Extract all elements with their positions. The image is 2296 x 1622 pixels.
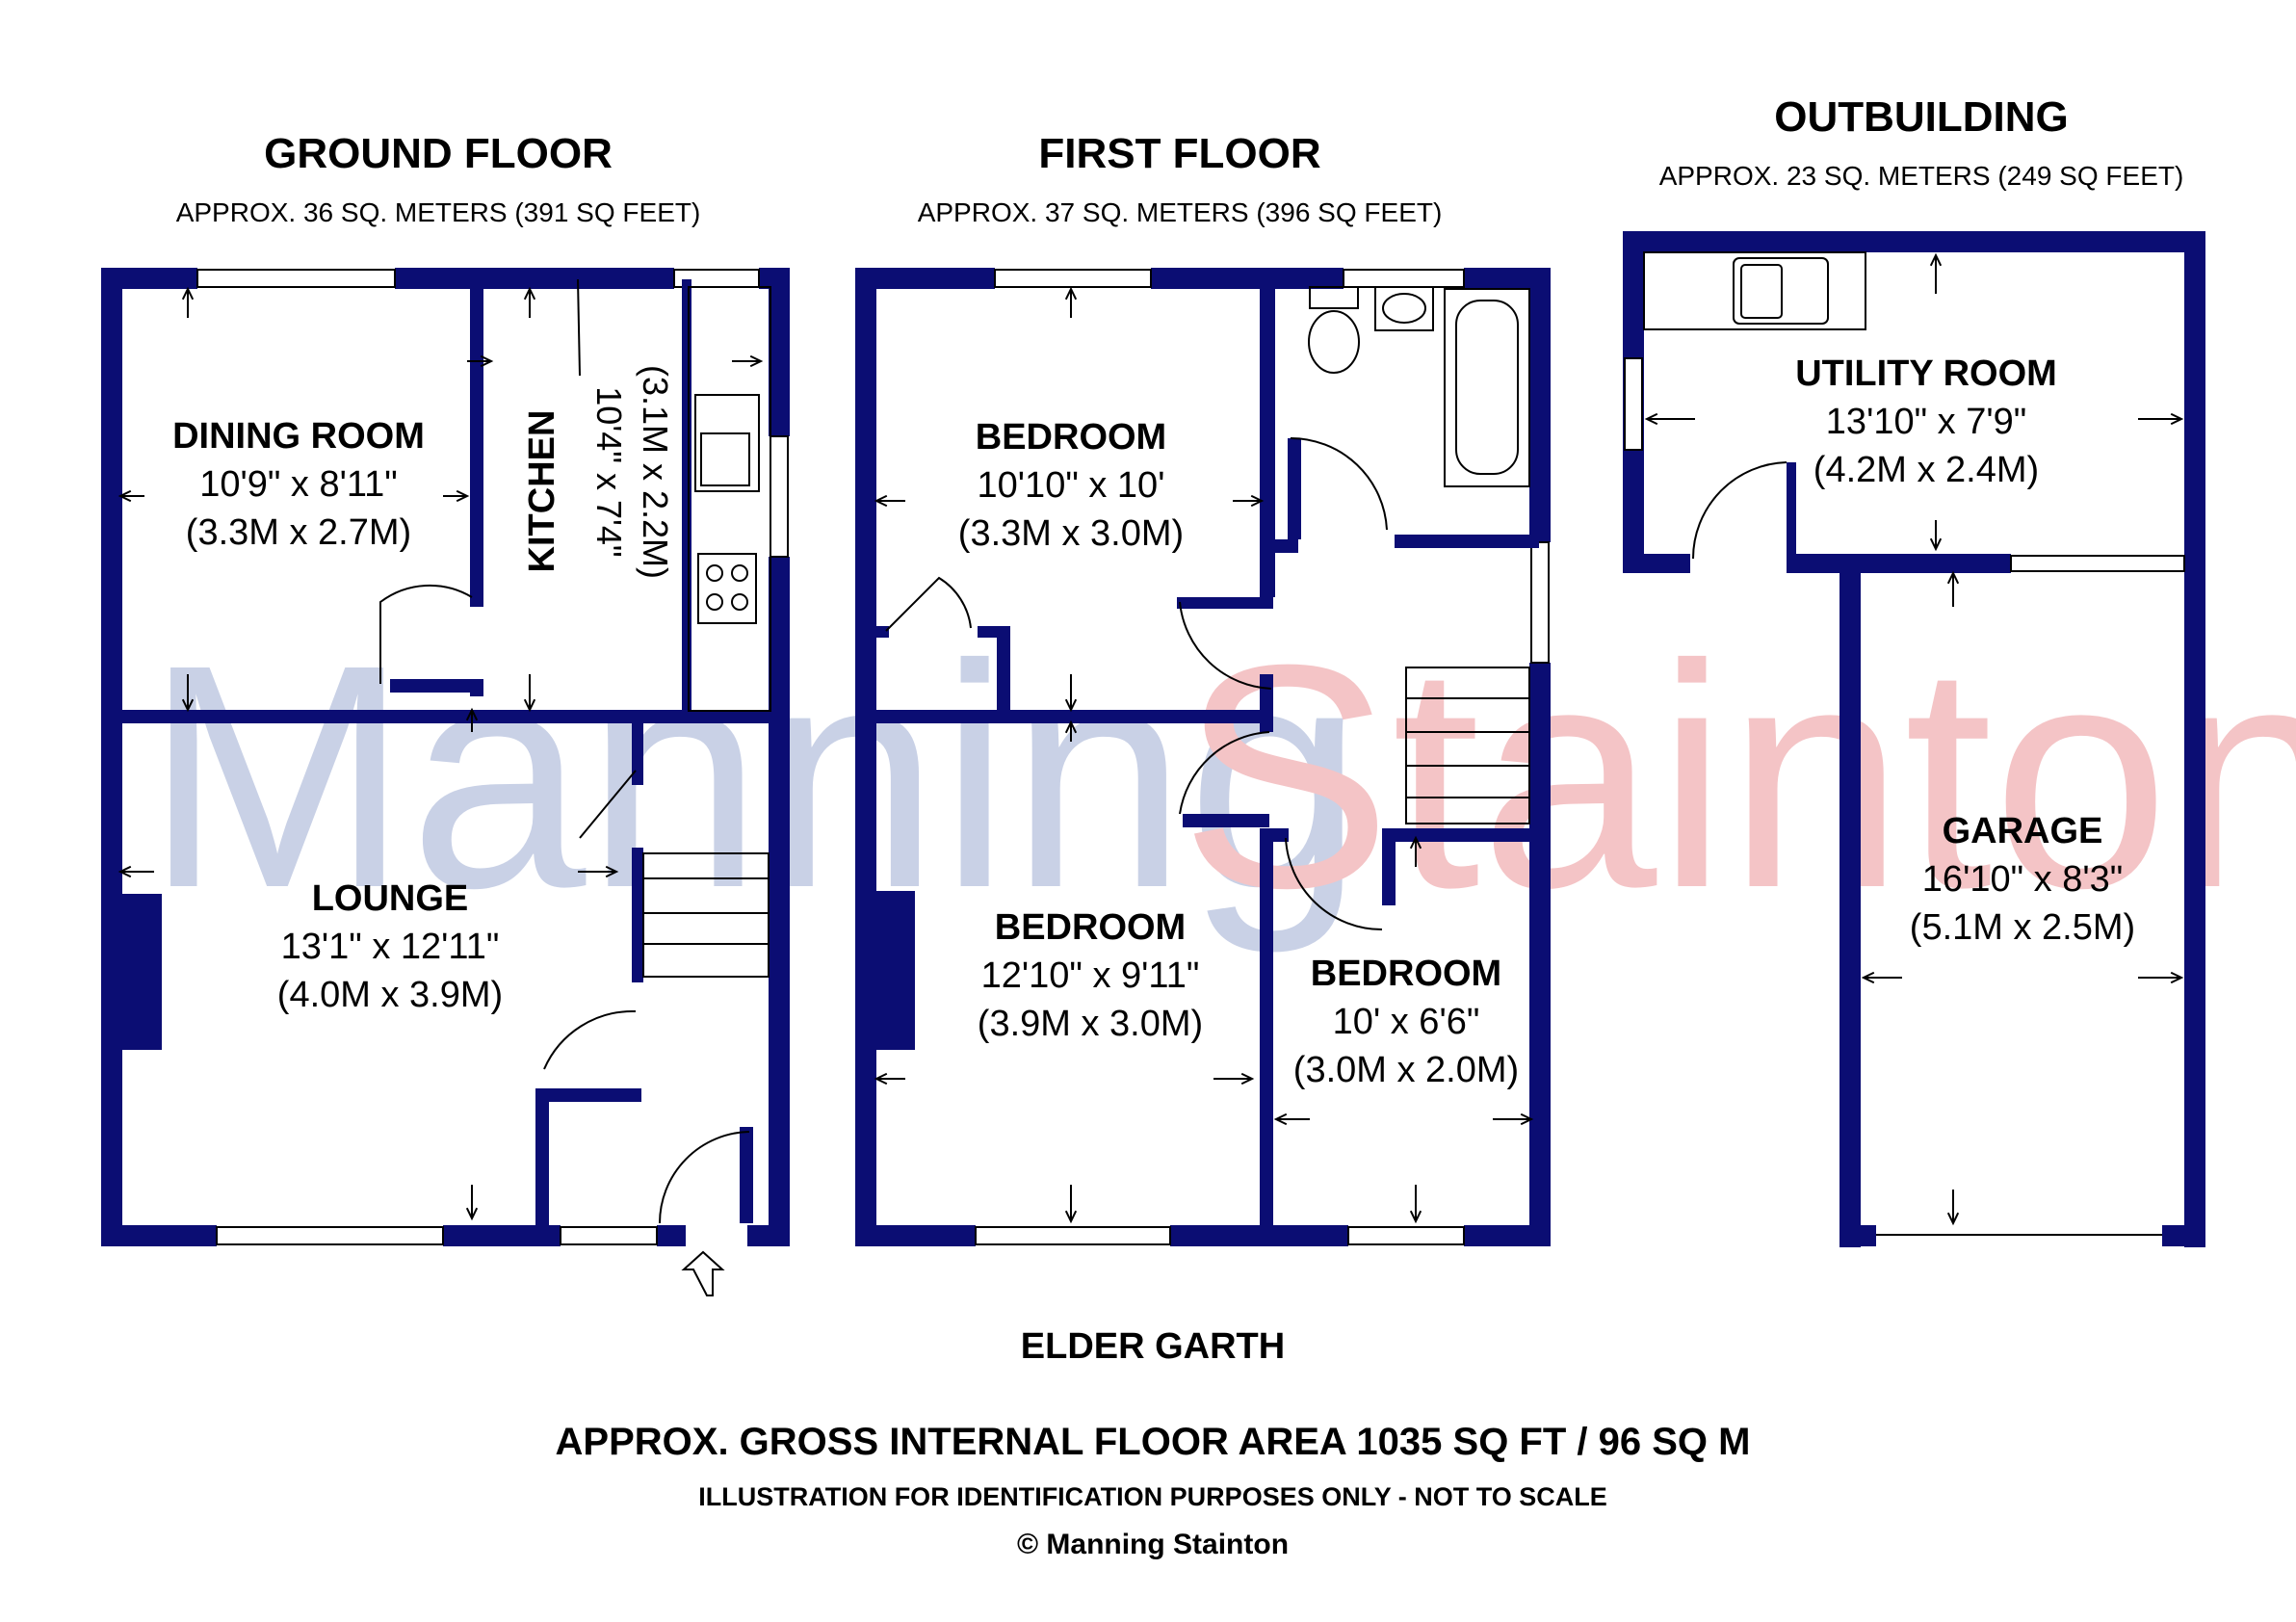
arrowhead-icon (117, 865, 132, 878)
outbuilding-area: APPROX. 23 SQ. METERS (249 SQ FEET) (1659, 161, 2184, 191)
toilet-icon (1308, 310, 1360, 374)
arrowhead-icon (1929, 537, 1943, 552)
arrowhead-icon (523, 698, 536, 713)
arrowhead-icon (874, 494, 888, 508)
room-name: LOUNGE (312, 878, 469, 919)
room-size-metric: (3.9M x 3.0M) (978, 1004, 1203, 1044)
arrowhead-icon (181, 286, 195, 301)
arrowhead-icon (1240, 1072, 1255, 1086)
arrowhead-icon (874, 1072, 888, 1086)
room-name: BEDROOM (976, 417, 1166, 458)
room-size-imperial: 10'9" x 8'11" (199, 464, 398, 505)
arrowhead-icon (456, 489, 470, 503)
arrowhead-icon (2170, 971, 2184, 984)
room-size-imperial: 16'10" x 8'3" (1922, 859, 2123, 900)
arrowhead-icon (1273, 1112, 1288, 1126)
ground-floor-area: APPROX. 36 SQ. METERS (391 SQ FEET) (176, 197, 701, 227)
arrowhead-icon (1409, 1210, 1422, 1224)
room-size-imperial: 10'10" x 10' (978, 465, 1165, 506)
arrowhead-icon (749, 354, 764, 368)
first-floor-title: FIRST FLOOR (1038, 130, 1320, 177)
stairs-ground (642, 852, 770, 978)
room-size-metric: (4.0M x 3.9M) (277, 975, 503, 1015)
bath-icon (1444, 288, 1530, 487)
room-name: BEDROOM (1311, 954, 1501, 994)
arrowhead-icon (1644, 412, 1658, 426)
arrowhead-icon (1250, 494, 1265, 508)
ground-floor-plan: DINING ROOM 10'9" x 8'11" (3.3M x 2.7M) … (101, 268, 790, 1296)
ground-floor-title: GROUND FLOOR (264, 130, 613, 177)
room-size-imperial: 13'10" x 7'9" (1826, 402, 2026, 442)
room-size-imperial: 13'1" x 12'11" (281, 927, 500, 967)
arrowhead-icon (2170, 412, 2184, 426)
basin-icon (1374, 286, 1434, 331)
room-size-metric: (3.1M x 2.2M) (636, 365, 675, 579)
arrowhead-icon (465, 707, 479, 721)
outbuilding-title: OUTBUILDING (1774, 93, 2069, 141)
first-floor-area: APPROX. 37 SQ. METERS (396 SQ FEET) (918, 197, 1443, 227)
arrowhead-icon (117, 489, 132, 503)
copyright: © Manning Stainton (1017, 1529, 1289, 1560)
arrowhead-icon (1064, 698, 1078, 713)
arrowhead-icon (605, 865, 619, 878)
room-size-metric: (4.2M x 2.4M) (1813, 450, 2039, 490)
room-name: UTILITY ROOM (1795, 353, 2057, 394)
arrowhead-icon (1929, 252, 1943, 267)
watermark: Manning Stainton (144, 598, 2296, 955)
arrowhead-icon (480, 354, 494, 368)
first-floor-plan: BEDROOM 10'10" x 10' (3.3M x 3.0M) BEDRO… (855, 268, 1551, 1246)
room-size-metric: (3.0M x 2.0M) (1293, 1050, 1519, 1090)
room-name: GARAGE (1943, 811, 2103, 851)
arrowhead-icon (1946, 570, 1960, 585)
arrowhead-icon (1946, 1212, 1960, 1226)
room-size-imperial: 10'4" x 7'4" (589, 386, 629, 557)
room-size-metric: (3.3M x 2.7M) (186, 512, 411, 553)
room-size-imperial: 12'10" x 9'11" (981, 955, 1200, 996)
arrowhead-icon (1520, 1112, 1534, 1126)
stairs-first (1405, 667, 1530, 824)
watermark-manning: Manning (144, 598, 1364, 955)
dimension-arrows (117, 252, 2184, 1226)
arrowhead-icon (523, 286, 536, 301)
room-size-metric: (5.1M x 2.5M) (1910, 907, 2135, 948)
arrowhead-icon (1064, 719, 1078, 734)
outbuilding-plan: UTILITY ROOM 13'10" x 7'9" (4.2M x 2.4M)… (1623, 231, 2205, 1247)
room-name: BEDROOM (995, 907, 1186, 948)
room-size-metric: (3.3M x 3.0M) (958, 513, 1184, 554)
sink-icon (1733, 257, 1829, 325)
room-name: KITCHEN (522, 410, 562, 573)
disclaimer: ILLUSTRATION FOR IDENTIFICATION PURPOSES… (698, 1482, 1607, 1511)
entrance-arrow-icon (681, 1250, 725, 1296)
room-size-imperial: 10' x 6'6" (1333, 1002, 1480, 1042)
arrowhead-icon (465, 1207, 479, 1221)
arrowhead-icon (181, 698, 195, 713)
arrowhead-icon (1409, 835, 1422, 850)
arrowhead-icon (1064, 1210, 1078, 1224)
arrowhead-icon (1064, 286, 1078, 301)
arrowhead-icon (1861, 971, 1875, 984)
property-name: ELDER GARTH (1021, 1326, 1285, 1367)
watermark-stainton: Stainton (1180, 598, 2296, 954)
room-name: DINING ROOM (172, 416, 425, 457)
gross-area: APPROX. GROSS INTERNAL FLOOR AREA 1035 S… (556, 1421, 1751, 1463)
